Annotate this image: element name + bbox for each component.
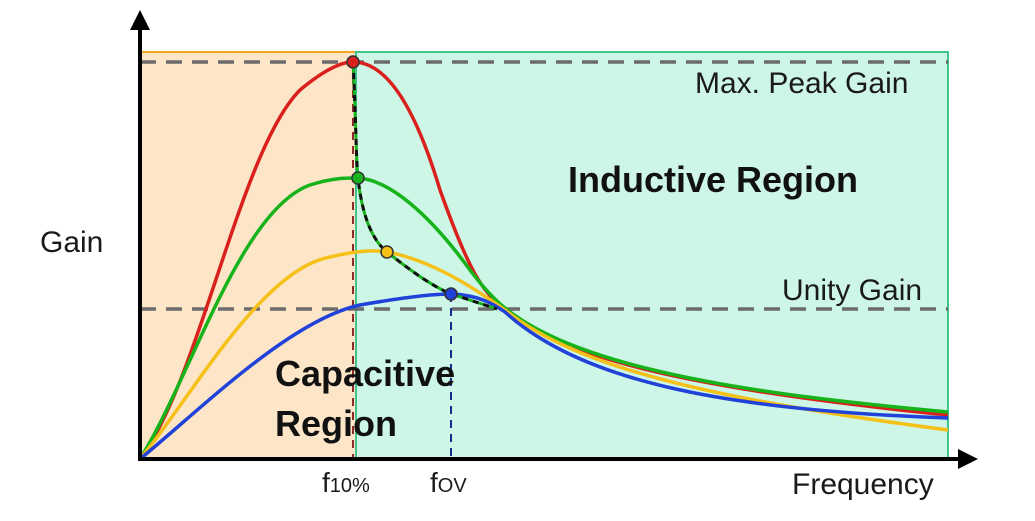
inductive-region-bg: [355, 51, 949, 460]
curve-green: [138, 176, 949, 460]
x-axis-arrow: [958, 449, 978, 469]
unity-gain-label: Unity Gain: [782, 274, 922, 307]
fov-tick-label: fOV: [430, 467, 467, 498]
peak-point-green: [351, 171, 365, 185]
y-axis-arrow: [130, 10, 150, 30]
f10-tick-sub: 10%: [330, 475, 370, 497]
f10-tick-label: f10%: [322, 467, 370, 498]
capacitive-region-label-2: Region: [275, 403, 397, 444]
fov-tick-main: f: [430, 467, 438, 498]
x-axis-label: Frequency: [792, 468, 934, 501]
peak-point-yellow: [380, 245, 394, 259]
peak-point-blue: [444, 287, 458, 301]
max-peak-gain-label: Max. Peak Gain: [695, 67, 908, 100]
y-axis-label: Gain: [40, 226, 103, 259]
inductive-region-label: Inductive Region: [568, 159, 858, 200]
f10-tick-main: f: [322, 467, 330, 498]
curve-yellow: [138, 249, 949, 461]
peak-point-red: [346, 55, 360, 69]
capacitive-region-label-1: Capacitive: [275, 353, 455, 394]
fov-tick-sub: OV: [438, 475, 468, 497]
